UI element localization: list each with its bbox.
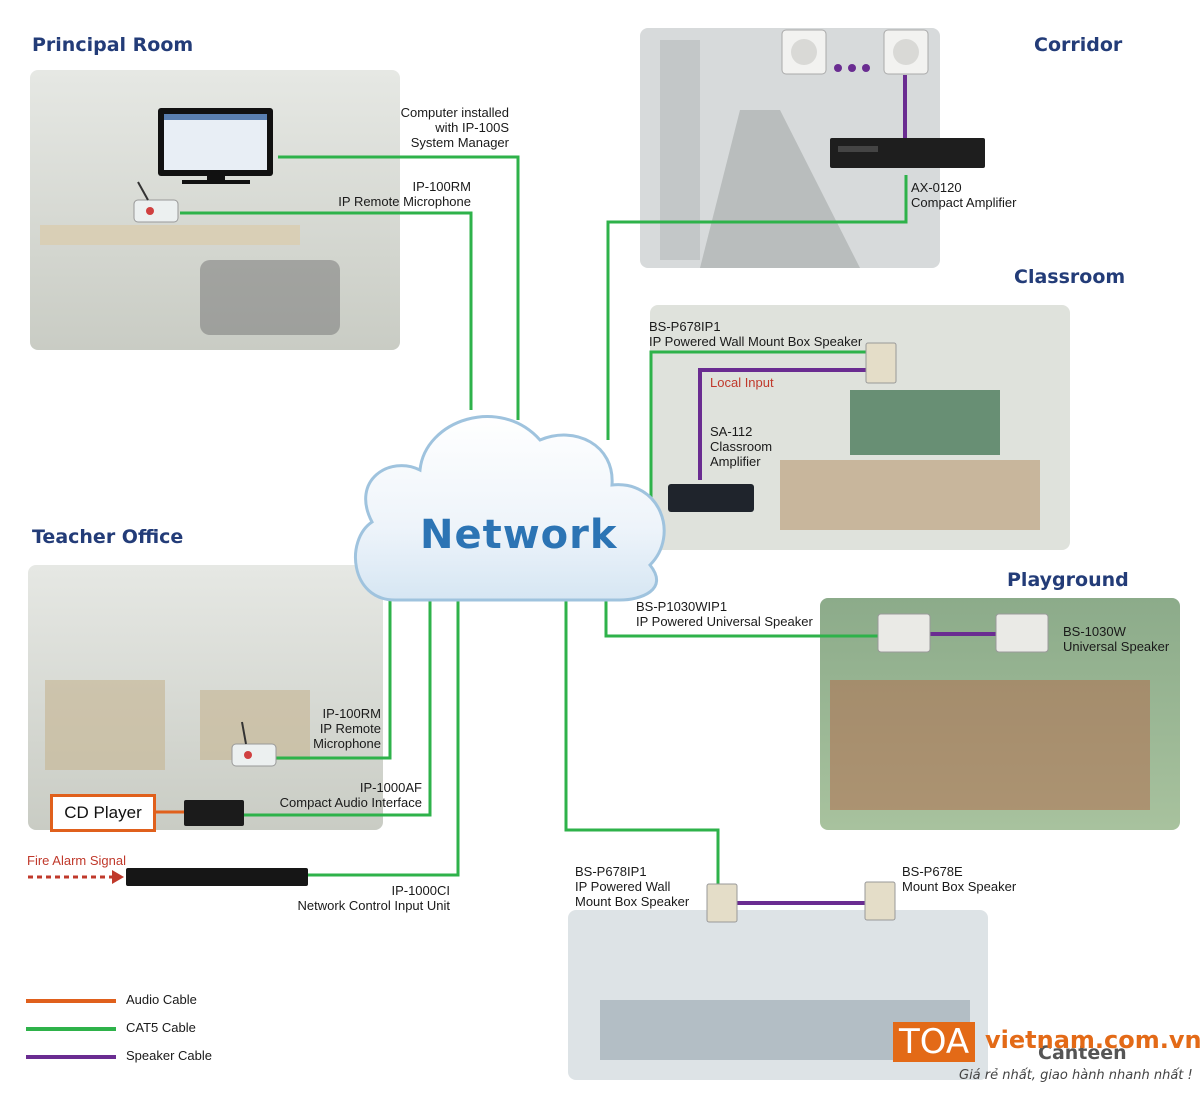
ip1000ci-device [126,868,308,886]
corridor-title: Corridor [1034,34,1123,56]
logo-tagline: Giá rẻ nhất, giao hành nhanh nhất ! [959,1068,1193,1083]
bs-p678ip1-canteen-label: BS-P678IP1 IP Powered Wall Mount Box Spe… [575,864,690,909]
network-cloud [353,415,666,602]
playground-speaker-1 [877,613,931,653]
cable-rm-teacher [275,596,392,760]
legend-audio-label: Audio Cable [126,992,197,1007]
bs-p678ip1-classroom-label: BS-P678IP1 IP Powered Wall Mount Box Spe… [649,319,863,349]
teacher-office-title: Teacher Office [32,526,184,548]
legend-audio-swatch [26,999,116,1003]
ax0120-label: AX-0120 Compact Amplifier [911,180,1017,210]
cable-local-input [698,368,870,480]
bs-p1030wip1-label: BS-P1030WIP1 IP Powered Universal Speake… [636,599,813,629]
ip100rm-teacher-label: IP-100RM IP Remote Microphone [313,706,381,751]
fire-alarm-arrow [28,870,124,884]
toa-vietnam-logo: TOA vietnam.com.vn Giá rẻ nhất, giao hàn… [893,1022,1200,1092]
classroom-title: Classroom [1014,266,1126,288]
legend-speaker-label: Speaker Cable [126,1048,212,1063]
pc-label: Computer installed with IP-100S System M… [400,105,509,150]
sa112-label: SA-112 Classroom Amplifier [710,424,773,469]
ip100rm-principal-device [133,181,179,223]
computer-monitor [158,108,273,184]
legend-speaker-swatch [26,1055,116,1059]
ip100rm-teacher-device [231,721,277,767]
playground-speaker-2 [995,613,1049,653]
logo-brand: TOA [893,1022,976,1062]
canteen-speaker-1 [706,883,738,923]
teacher-office-photo [28,565,383,830]
ip100rm-principal-label: IP-100RM IP Remote Microphone [338,179,471,209]
cable-pc-network [278,155,520,420]
cable-ip1000af [243,600,432,817]
cable-canteen [564,600,720,885]
playground-title: Playground [1007,569,1129,591]
fire-alarm-label: Fire Alarm Signal [27,853,126,868]
cable-corridor [606,175,908,440]
principal-room-photo [30,70,400,350]
cd-player-box: CD Player [50,794,156,832]
ip1000af-device [184,800,244,826]
legend-cat5-label: CAT5 Cable [126,1020,196,1035]
network-label: Network [420,512,618,558]
speaker-chain-dots [834,64,870,72]
corridor-speaker-1 [781,29,827,75]
sa112-amplifier [668,484,754,512]
local-input-label: Local Input [710,375,774,390]
ip1000af-label: IP-1000AF Compact Audio Interface [279,780,422,810]
bs-p678e-label: BS-P678E Mount Box Speaker [902,864,1017,894]
ax0120-amplifier [830,138,985,168]
legend-cat5-swatch [26,1027,116,1031]
playground-photo [820,598,1180,830]
cable-classroom [649,350,866,505]
ip1000ci-label: IP-1000CI Network Control Input Unit [297,883,450,913]
canteen-photo [568,910,988,1080]
corridor-speaker-2 [883,29,929,75]
bs-1030w-label: BS-1030W Universal Speaker [1063,624,1170,654]
classroom-photo [650,305,1070,550]
cable-ip1000ci [308,600,460,877]
classroom-box-speaker [865,342,897,384]
cable-rm-principal [180,211,473,410]
speaker-cables [698,75,998,905]
logo-site: vietnam.com.vn [985,1026,1200,1054]
canteen-speaker-2 [864,881,896,921]
cat5-cables [180,155,908,885]
principal-room-title: Principal Room [32,34,194,56]
cable-playground [604,600,880,638]
canteen-title: Canteen [1038,1042,1127,1064]
